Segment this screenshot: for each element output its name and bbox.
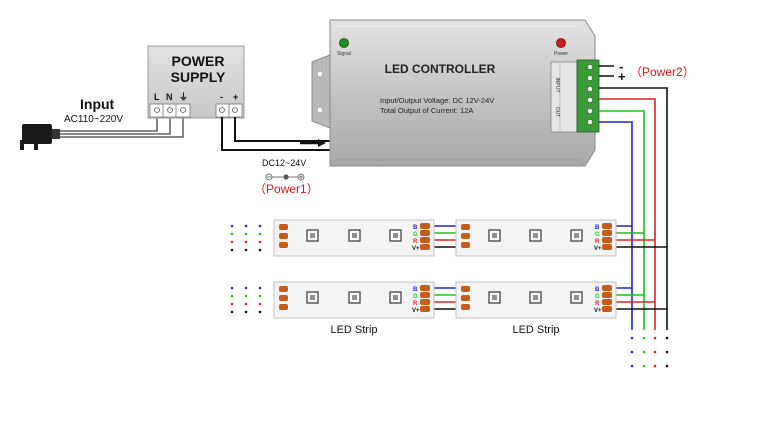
pin-r: R — [413, 239, 418, 245]
pin-r: R — [595, 301, 600, 307]
led-strip-top-left — [273, 219, 435, 257]
controller-output-label: OUT — [554, 107, 560, 118]
power2-wires — [599, 65, 614, 77]
output-terminal-block — [576, 59, 600, 133]
controller-spec-voltage: Input/Output Voltage: DC 12V-24V — [380, 96, 494, 105]
power2-label: （Power2） — [630, 65, 695, 79]
pin-g: G — [413, 294, 418, 300]
strip-pin-labels-top-left: B G R V+ — [412, 225, 420, 252]
power-supply-title-line2: SUPPLY — [171, 69, 226, 85]
ac-terminal-block — [149, 103, 191, 118]
power1-voltage: DC12~24V — [262, 158, 306, 168]
dc-polarity-icon — [265, 173, 305, 181]
terminal-label-n: N — [166, 92, 173, 102]
input-voltage: AC110~220V — [64, 114, 123, 125]
pin-b: B — [413, 225, 418, 231]
pin-b: B — [413, 287, 418, 293]
pin-vplus: V+ — [594, 246, 602, 252]
pin-r: R — [413, 301, 418, 307]
terminal-label-ground: ⏚ — [179, 92, 188, 102]
strip-pin-labels-bottom-right: B G R V+ — [594, 287, 602, 314]
pin-vplus: V+ — [412, 246, 420, 252]
pin-r: R — [595, 239, 600, 245]
led-controller: Signal Power LED CONTROLLER Input/Output… — [311, 19, 600, 167]
power-supply: POWER SUPPLY L N ⏚ - + — [147, 45, 245, 119]
terminal-label-l: L — [154, 92, 160, 102]
input-title: Input — [80, 96, 115, 112]
continuation-dots-bottom-left — [230, 286, 262, 314]
pin-b: B — [595, 225, 600, 231]
led-strip-label-right: LED Strip — [512, 324, 559, 336]
controller-spec-current: Total Output of Current: 12A — [380, 106, 473, 115]
pin-g: G — [595, 294, 600, 300]
dc-terminal-block — [215, 103, 243, 118]
output-bus-wires — [599, 87, 668, 330]
led-strip-bottom-right — [455, 281, 617, 319]
power-plug — [20, 124, 60, 150]
signal-led-icon — [339, 38, 349, 48]
pin-vplus: V+ — [594, 308, 602, 314]
controller-title: LED CONTROLLER — [385, 62, 496, 76]
pin-b: B — [595, 287, 600, 293]
ac-input-wires — [60, 115, 184, 138]
strip-pin-labels-bottom-left: B G R V+ — [412, 287, 420, 314]
pin-vplus: V+ — [412, 308, 420, 314]
power2-plus: + — [618, 69, 626, 84]
led-strip-label-left: LED Strip — [330, 324, 377, 336]
top-strip-wires — [432, 225, 667, 248]
terminal-label-minus: - — [220, 92, 223, 102]
led-strip-top-right — [455, 219, 617, 257]
power-led-label: Power — [554, 51, 569, 57]
continuation-dots-bus — [630, 336, 669, 368]
signal-label: Signal — [337, 51, 351, 57]
power-led-icon — [556, 38, 566, 48]
controller-input-label: INPUT — [554, 78, 560, 93]
arrow-head-icon — [318, 139, 326, 147]
bottom-strip-wires — [432, 287, 667, 310]
strip-pin-labels-top-right: B G R V+ — [594, 225, 602, 252]
pin-g: G — [413, 232, 418, 238]
terminal-label-plus: + — [233, 92, 238, 102]
power2-minus: - — [619, 59, 623, 74]
power1-wires — [221, 117, 330, 151]
power1-label: （Power1） — [254, 182, 319, 196]
led-strip-bottom-left — [273, 281, 435, 319]
power-supply-title-line1: POWER — [172, 53, 225, 69]
continuation-dots-top-left — [230, 224, 262, 252]
pin-g: G — [595, 232, 600, 238]
